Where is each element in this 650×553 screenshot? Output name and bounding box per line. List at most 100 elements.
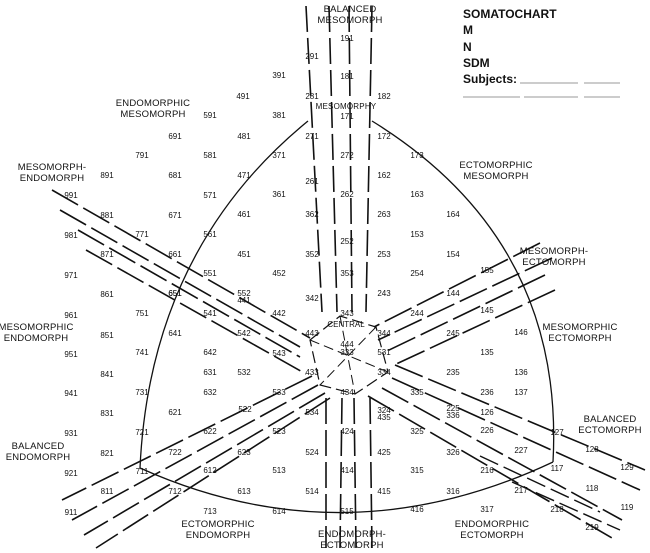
somatotype-code: 243	[377, 289, 391, 298]
somatotype-code: 227	[514, 446, 528, 455]
somatotype-code: 315	[410, 466, 424, 475]
somatotype-code: 961	[64, 311, 78, 320]
somatotype-code: 163	[410, 190, 424, 199]
somatotype-code: 164	[446, 210, 460, 219]
somatotype-code: 811	[101, 487, 114, 496]
hexagon-diagonal	[319, 326, 377, 386]
somatotype-code: 951	[64, 350, 78, 359]
somatotype-code: 713	[203, 507, 217, 516]
left-boundary-arc	[139, 120, 309, 469]
somatotype-code: 543	[272, 349, 286, 358]
somatotype-code: 591	[203, 111, 217, 120]
region-label: MESOMORPH	[463, 171, 528, 182]
somatotype-code: 712	[168, 487, 182, 496]
somatotype-code: 461	[237, 210, 251, 219]
region-label: ENDOMORPHIC	[455, 519, 530, 530]
somatotype-code: 236	[480, 388, 494, 397]
somatotype-code: 262	[340, 190, 354, 199]
somatotype-code: 326	[446, 448, 460, 457]
region-label: MESOMORPH-	[18, 162, 87, 173]
somatotype-code: 245	[446, 329, 460, 338]
somatotype-code: 128	[585, 445, 599, 454]
somatotype-code: 971	[64, 271, 78, 280]
region-label: ENDOMORPH	[186, 530, 251, 541]
somatotype-code: 481	[237, 132, 251, 141]
hexagon-diagonal	[339, 315, 356, 395]
region-label: BALANCED	[324, 4, 377, 15]
somatotype-code: 871	[100, 250, 114, 259]
region-label: ENDOMORPHIC	[116, 98, 191, 109]
somatotype-code: 424	[340, 427, 354, 436]
somatotype-code: 281	[305, 92, 319, 101]
endomorph-ectomorph-lower-left-diagonals	[61, 375, 331, 549]
somatotype-code: 342	[305, 294, 319, 303]
somatotype-code: 291	[305, 52, 319, 61]
header-line-m: M	[463, 23, 473, 37]
somatotype-code: 254	[410, 269, 424, 278]
balanced-ectomorph-diagonals	[479, 455, 621, 531]
somatotype-code: 861	[100, 290, 114, 299]
somatotype-code: 216	[480, 466, 494, 475]
somatotype-code: 444	[340, 340, 354, 349]
somatotype-code: 433	[305, 368, 319, 377]
somatotype-code: 353	[340, 269, 354, 278]
somatotype-code: 324	[377, 406, 391, 415]
region-label: ENDOMORPH	[4, 333, 69, 344]
somatotype-code: 523	[272, 427, 286, 436]
somatotype-code: 129	[620, 463, 634, 472]
somatotype-code: 623	[237, 448, 251, 457]
somatotype-code: 144	[446, 289, 460, 298]
chart-header: SOMATOCHART M N SDM Subjects:	[463, 7, 620, 98]
somatotype-code: 253	[377, 250, 391, 259]
central-label: CENTRAL	[327, 320, 365, 329]
somatotype-code: 343	[340, 309, 354, 318]
somatotype-code: 335	[410, 388, 424, 397]
somatotype-code: 117	[551, 464, 564, 473]
somatotype-code: 371	[272, 151, 286, 160]
somatotype-code: 217	[514, 486, 528, 495]
somatotype-code: 173	[410, 151, 424, 160]
somatotype-code: 352	[305, 250, 319, 259]
somatotype-code: 513	[272, 466, 286, 475]
somatotype-code: 317	[480, 505, 494, 514]
somatotype-code: 661	[168, 250, 182, 259]
somatotype-code: 751	[135, 309, 149, 318]
mesomorph-endomorph-diagonals	[51, 189, 311, 375]
somatotype-code: 316	[446, 487, 460, 496]
region-label: MESOMORPH-	[520, 246, 589, 257]
somatotype-code: 119	[621, 503, 634, 512]
somatotype-code: 154	[446, 250, 460, 259]
somatotype-code: 651	[168, 289, 182, 298]
somatotype-code: 191	[340, 34, 354, 43]
somatotype-code: 252	[340, 237, 354, 246]
region-label: ENDOMORPH	[20, 173, 85, 184]
somatotype-code: 451	[237, 250, 251, 259]
somatotype-code: 155	[480, 266, 494, 275]
mesomorph-axis-lines	[305, 5, 373, 313]
region-labels: BALANCED MESOMORPH ENDOMORPHIC MESOMORPH…	[0, 4, 641, 551]
subjects-label: Subjects:	[463, 72, 517, 86]
somatotype-code: 162	[377, 171, 391, 180]
somatotype-code: 171	[340, 112, 354, 121]
somatotype-code: 182	[377, 92, 391, 101]
region-label: MESOMORPH	[317, 15, 382, 26]
somatotype-code: 711	[136, 467, 149, 476]
somatotype-code: 491	[236, 92, 250, 101]
somatotype-code: 425	[377, 448, 391, 457]
somatotype-code: 263	[377, 210, 391, 219]
somatotype-code: 731	[135, 388, 149, 397]
header-line-sdm: SDM	[463, 56, 490, 70]
somatotype-code: 415	[377, 487, 391, 496]
somatotype-code: 218	[550, 505, 564, 514]
somatotype-code: 612	[203, 466, 217, 475]
somatotype-code: 561	[203, 230, 217, 239]
somatotype-code: 532	[237, 368, 251, 377]
region-label: BALANCED	[12, 441, 65, 452]
somatotype-code: 631	[203, 368, 217, 377]
somatotype-code: 632	[203, 388, 217, 397]
region-label: ENDOMORPH	[6, 452, 71, 463]
somatotype-code: 344	[377, 329, 391, 338]
